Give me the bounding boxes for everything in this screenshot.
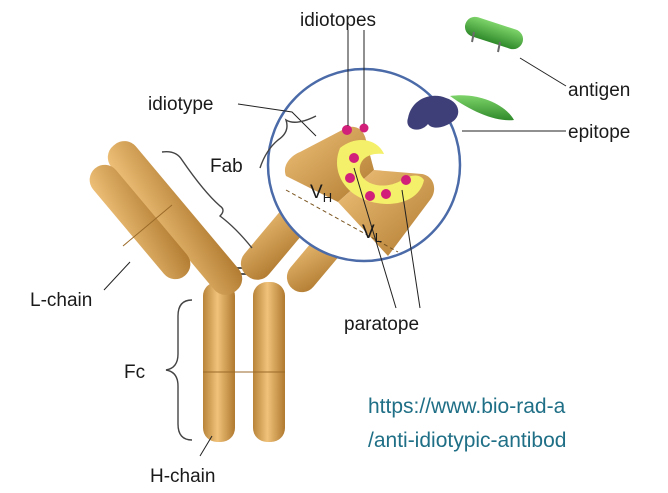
- idiotope-dot: [360, 124, 369, 133]
- idiotope-dot: [349, 153, 359, 163]
- idiotope-dot: [381, 189, 391, 199]
- idiotope-dot: [345, 173, 355, 183]
- source-url-line-1: https://www.bio-rad-a: [368, 395, 565, 419]
- label-antigen: antigen: [568, 80, 630, 101]
- label-fc: Fc: [124, 362, 145, 383]
- idiotope-dot: [365, 191, 375, 201]
- antigen-surface: [450, 95, 514, 120]
- label-idiotopes: idiotopes: [300, 10, 376, 31]
- idiotope-dot: [401, 175, 411, 185]
- label-idiotype: idiotype: [148, 94, 214, 115]
- label-epitope: epitope: [568, 122, 630, 143]
- leader-antigen: [520, 58, 566, 86]
- antigen-icon: [462, 14, 525, 52]
- source-url-line-2: /anti-idiotypic-antibod: [368, 429, 566, 453]
- idiotope-dot: [342, 125, 352, 135]
- label-l-chain: L-chain: [30, 290, 92, 311]
- leader-h-chain: [200, 436, 212, 456]
- label-paratope: paratope: [344, 314, 419, 335]
- label-h-chain: H-chain: [150, 466, 215, 487]
- label-fab: Fab: [210, 156, 243, 177]
- fc-brace: [166, 300, 192, 440]
- h-chain-right-stem: [253, 282, 285, 442]
- h-chain-left-stem: [203, 282, 235, 442]
- leader-l-chain: [104, 262, 130, 290]
